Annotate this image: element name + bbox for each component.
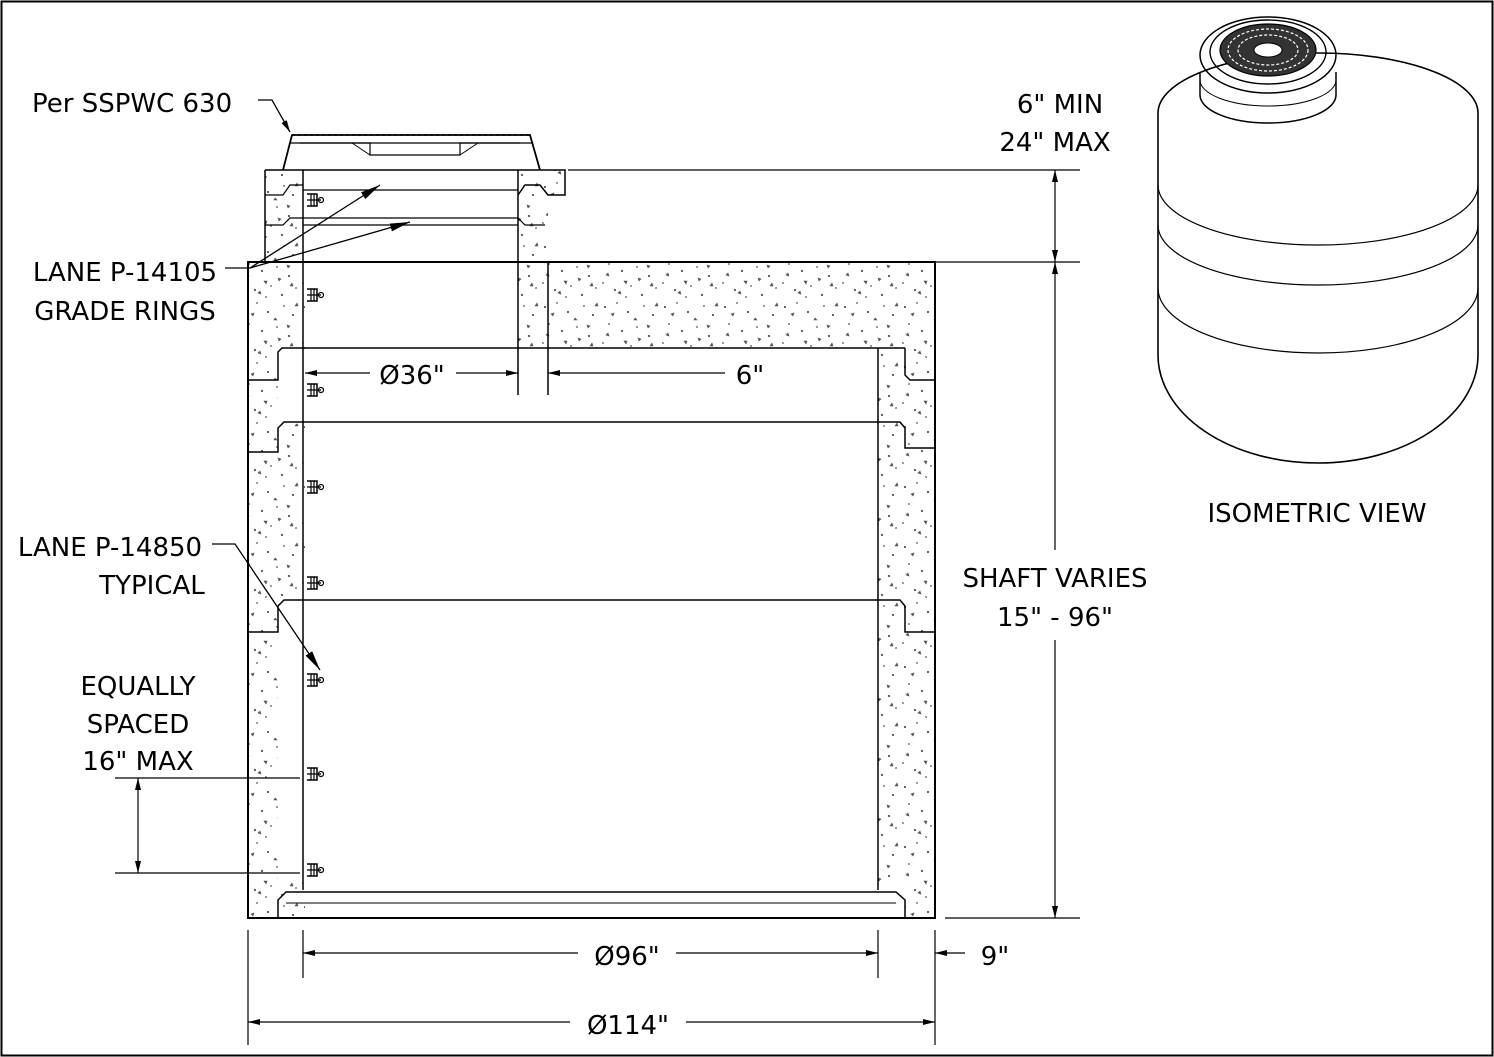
dimension-lines xyxy=(115,169,1080,1045)
outer-diameter: Ø114" xyxy=(587,1011,669,1041)
spacing-equally: EQUALLY xyxy=(80,672,195,702)
shaft-range: 15" - 96" xyxy=(997,603,1113,633)
inner-diameter: Ø96" xyxy=(594,942,660,972)
ring-height-min: 6" MIN xyxy=(1017,90,1103,120)
spacing-spaced: SPACED xyxy=(87,710,189,740)
manhole-section xyxy=(247,134,936,919)
grade-rings-part-no: LANE P-14105 xyxy=(33,258,217,288)
ladder-steps xyxy=(306,193,325,877)
opening-diameter: Ø36" xyxy=(379,361,445,391)
frame-and-cover xyxy=(282,134,541,171)
steps-part-no: LANE P-14850 xyxy=(18,533,202,563)
wall-thickness: 9" xyxy=(981,942,1010,972)
isometric-view-label: ISOMETRIC VIEW xyxy=(1207,499,1426,529)
ring-height-max: 24" MAX xyxy=(999,128,1110,158)
isometric-view xyxy=(1157,16,1479,464)
cover-note-label: Per SSPWC 630 xyxy=(32,89,232,119)
annotation-text: Per SSPWC 630 6" MIN 24" MAX LANE P-1410… xyxy=(18,89,1427,1041)
shaft-varies-label: SHAFT VARIES xyxy=(962,564,1147,594)
leader-lines xyxy=(212,99,411,671)
steps-typical: TYPICAL xyxy=(98,571,205,601)
offset-dimension: 6" xyxy=(736,361,765,391)
grade-rings-label: GRADE RINGS xyxy=(34,297,216,327)
spacing-max: 16" MAX xyxy=(82,747,193,777)
